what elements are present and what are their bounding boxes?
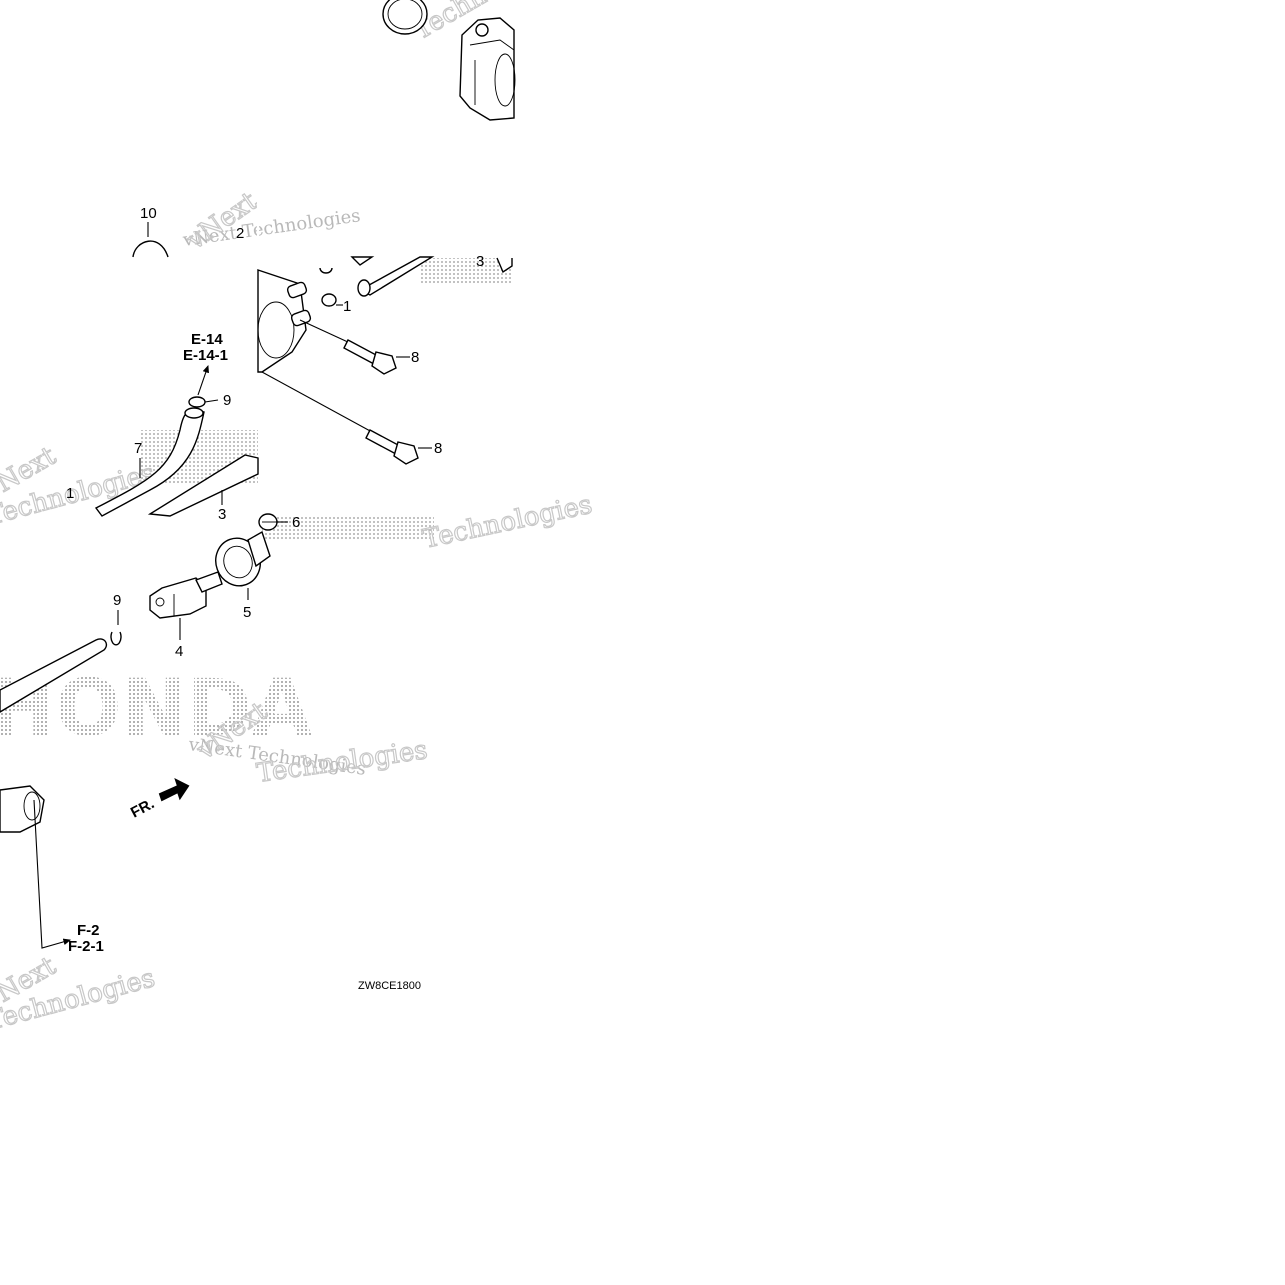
references: E-14 E-14-1 F-2 F-2-1 [68, 331, 228, 955]
diagram-code: ZW8CE1800 [358, 980, 421, 992]
direction-label: FR. [128, 795, 157, 821]
callout-10: 10 [140, 205, 157, 222]
lower-fitting [0, 785, 45, 833]
clamp-1 [321, 293, 337, 307]
callout-7: 7 [134, 440, 142, 457]
valve-4 [149, 571, 223, 640]
clamp-9-lower [110, 610, 122, 646]
callout-9: 9 [113, 592, 121, 609]
clamp-upper [319, 267, 333, 274]
front-direction-arrow [158, 778, 190, 802]
callout-2: 2 [236, 225, 244, 242]
fitting-6 [258, 513, 288, 531]
callout-1: 1 [343, 298, 351, 315]
callout-4: 4 [175, 643, 183, 660]
o-ring-10 [132, 240, 169, 258]
clip-3 [496, 257, 513, 274]
callout-3: 3 [476, 253, 484, 270]
callout-6: 6 [292, 514, 300, 531]
callout-3: 3 [218, 506, 226, 523]
callout-5: 5 [243, 604, 251, 621]
clamp-9-top [188, 396, 206, 408]
seal-ring-5 [215, 530, 271, 600]
watermark-dot-band-3 [420, 258, 512, 284]
bolt-8-upper [299, 319, 410, 375]
hose-lower [0, 638, 108, 713]
thermostat-housing [459, 17, 516, 121]
hose-3-upper [350, 256, 435, 297]
ref-f2-1: F-2-1 [68, 938, 104, 955]
callout-1: 1 [66, 485, 74, 502]
hose-3-middle [147, 454, 259, 517]
ref-f2: F-2 [77, 922, 100, 939]
callouts: 10 2 3 1 8 9 8 7 1 3 6 9 5 4 [66, 205, 484, 660]
parts-layer [0, 0, 516, 949]
bolt-8-lower [261, 371, 432, 465]
watermark-technologies: Technologies [420, 490, 595, 555]
callout-9: 9 [223, 392, 231, 409]
watermark-dot-band-2 [262, 516, 434, 540]
water-pump-cover [257, 269, 312, 373]
callout-8: 8 [434, 440, 442, 457]
ref-e14: E-14 [191, 331, 223, 348]
ref-e14-1: E-14-1 [183, 347, 228, 364]
leader-f2 [33, 799, 72, 949]
callout-8: 8 [411, 349, 419, 366]
tile-edges [257, 0, 259, 257]
